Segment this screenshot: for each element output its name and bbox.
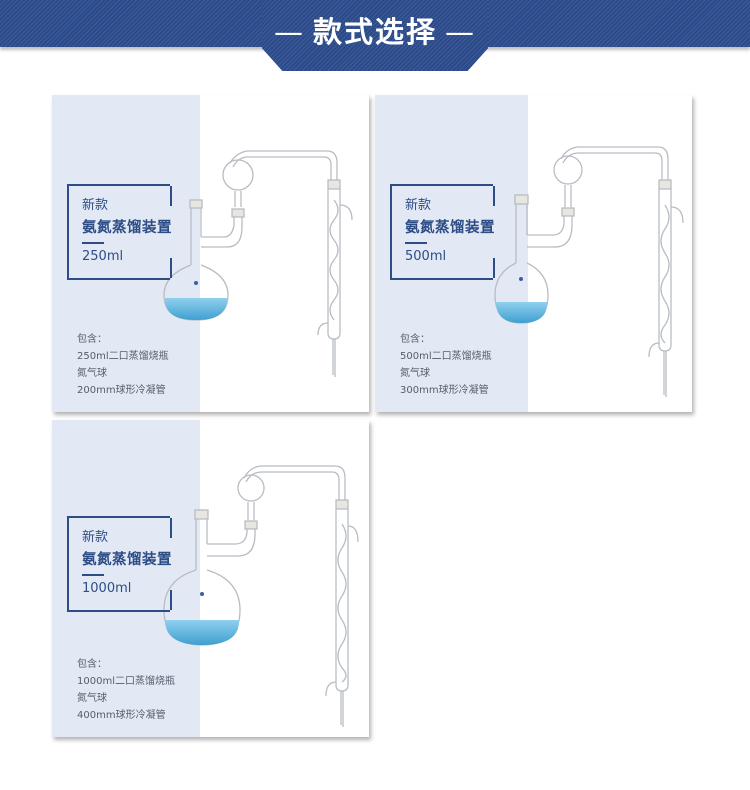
product-size: 500ml — [405, 249, 447, 264]
contents-list: 包含： 250ml二口蒸馏烧瓶 氮气球 200mm球形冷凝管 — [77, 331, 169, 399]
tag-new: 新款 — [82, 198, 109, 213]
contents-label: 包含： — [77, 334, 107, 345]
contents-item: 300mm球形冷凝管 — [400, 385, 489, 396]
contents-item: 氮气球 — [77, 368, 107, 379]
product-card-250ml[interactable]: 新款 氨氮蒸馏装置 250ml 包含： 250ml二口蒸馏烧瓶 氮气球 200m… — [52, 95, 369, 412]
distillation-apparatus-image — [163, 465, 359, 727]
product-card-1000ml[interactable]: 新款 氨氮蒸馏装置 1000ml 包含： 1000ml二口蒸馏烧瓶 氮气球 40… — [52, 420, 369, 737]
contents-item: 氮气球 — [400, 368, 430, 379]
product-size: 1000ml — [82, 581, 132, 596]
contents-list: 包含： 500ml二口蒸馏烧瓶 氮气球 300mm球形冷凝管 — [400, 331, 492, 399]
title-dash-right: — — [445, 15, 476, 49]
contents-list: 包含： 1000ml二口蒸馏烧瓶 氮气球 400mm球形冷凝管 — [77, 656, 175, 724]
distillation-apparatus-image — [163, 150, 353, 377]
product-card-500ml[interactable]: 新款 氨氮蒸馏装置 500ml 包含： 500ml二口蒸馏烧瓶 氮气球 300m… — [375, 95, 692, 412]
header-tab — [262, 0, 488, 71]
tag-new: 新款 — [82, 530, 109, 545]
contents-item: 1000ml二口蒸馏烧瓶 — [77, 676, 175, 687]
contents-label: 包含： — [77, 659, 107, 670]
product-label-frame: 新款 氨氮蒸馏装置 250ml — [67, 184, 172, 280]
product-label-frame: 新款 氨氮蒸馏装置 500ml — [390, 184, 495, 280]
title-text: 款式选择 — [312, 15, 437, 49]
product-name: 氨氮蒸馏装置 — [405, 220, 495, 236]
card-panel — [375, 95, 528, 412]
contents-item: 250ml二口蒸馏烧瓶 — [77, 351, 169, 362]
product-name: 氨氮蒸馏装置 — [82, 220, 172, 236]
section-title: —款式选择— — [262, 14, 488, 50]
product-size: 250ml — [82, 249, 124, 264]
contents-item: 400mm球形冷凝管 — [77, 710, 166, 721]
title-dash-left: — — [273, 15, 305, 49]
contents-item: 200mm球形冷凝管 — [77, 385, 166, 396]
product-name: 氨氮蒸馏装置 — [82, 552, 172, 568]
label-divider — [82, 242, 104, 244]
label-divider — [82, 574, 104, 576]
tag-new: 新款 — [405, 198, 432, 213]
card-panel — [52, 420, 200, 737]
label-divider — [405, 242, 427, 244]
contents-item: 500ml二口蒸馏烧瓶 — [400, 351, 492, 362]
product-label-frame: 新款 氨氮蒸馏装置 1000ml — [67, 516, 172, 612]
contents-item: 氮气球 — [77, 693, 107, 704]
card-panel — [52, 95, 200, 412]
contents-label: 包含： — [400, 334, 430, 345]
distillation-apparatus-image — [494, 146, 684, 397]
